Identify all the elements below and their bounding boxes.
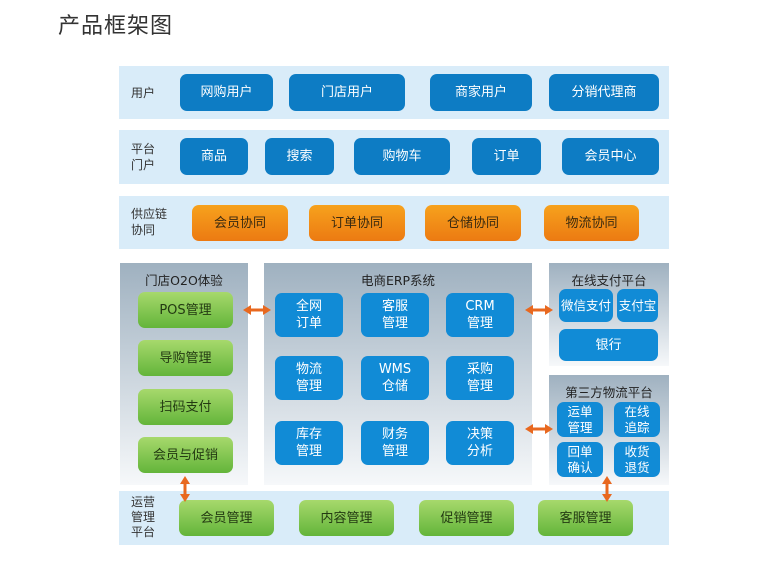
o2o-title: 门店O2O体验 (145, 273, 223, 288)
erp-decision-analysis-line1: 决策 (466, 427, 493, 442)
user-online-shopper[interactable]: 网购用户 (180, 74, 273, 111)
erp-logistics-line1: 物流 (295, 362, 322, 377)
ops-band: 运营 管理 平台 会员管理 内容管理 促销管理 客服管理 (119, 491, 669, 545)
erp-wms-line1: WMS (378, 362, 412, 377)
erp-inventory[interactable]: 库存管理 (275, 421, 343, 465)
logistics-tracking-line1: 在线 (624, 403, 650, 419)
arrow-erp-logistics-icon (525, 424, 553, 434)
erp-all-channel-orders-line2: 订单 (295, 316, 322, 331)
erp-purchasing[interactable]: 采购管理 (446, 356, 514, 400)
portal-products[interactable]: 商品 (180, 138, 248, 175)
portal-member-center[interactable]: 会员中心 (562, 138, 659, 175)
ops-label-line1: 运营 (131, 495, 156, 509)
portal-cart[interactable]: 购物车 (354, 138, 450, 175)
payment-alipay[interactable]: 支付宝 (617, 289, 658, 322)
portal-orders[interactable]: 订单 (472, 138, 541, 175)
erp-crm-line2: 管理 (466, 316, 493, 331)
arrow-o2o-ops-icon (180, 476, 190, 502)
payment-wechat[interactable]: 微信支付 (559, 289, 613, 322)
supply-logistics-collab[interactable]: 物流协同 (544, 205, 639, 241)
erp-logistics[interactable]: 物流管理 (275, 356, 343, 400)
ops-label: 运营 管理 平台 (131, 495, 155, 540)
user-store-customer[interactable]: 门店用户 (289, 74, 405, 111)
portal-label: 平台 门户 (131, 141, 155, 173)
logistics-waybill-line2: 管理 (567, 419, 593, 435)
erp-customer-service[interactable]: 客服管理 (361, 293, 429, 337)
o2o-pos[interactable]: POS管理 (138, 292, 233, 328)
ops-content-mgmt[interactable]: 内容管理 (299, 500, 394, 536)
portal-band: 平台 门户 商品 搜索 购物车 订单 会员中心 (119, 130, 669, 184)
ops-member-mgmt[interactable]: 会员管理 (179, 500, 274, 536)
supply-label-line1: 供应链 (131, 207, 168, 221)
users-band: 用户 网购用户 门店用户 商家用户 分销代理商 (119, 66, 669, 119)
erp-finance-line1: 财务 (381, 427, 408, 442)
erp-crm[interactable]: CRM 管理 (446, 293, 514, 337)
payment-bank[interactable]: 银行 (559, 329, 658, 361)
user-distributor[interactable]: 分销代理商 (549, 74, 659, 111)
supply-member-collab[interactable]: 会员协同 (192, 205, 288, 241)
ops-service-mgmt[interactable]: 客服管理 (538, 500, 633, 536)
logistics-tracking-line2: 追踪 (624, 419, 650, 435)
o2o-member-promo[interactable]: 会员与促销 (138, 437, 233, 473)
o2o-shopping-guide[interactable]: 导购管理 (138, 340, 233, 376)
portal-label-line2: 门户 (131, 158, 156, 172)
erp-all-channel-orders[interactable]: 全网订单 (275, 293, 343, 337)
logistics-title: 第三方物流平台 (565, 385, 653, 400)
logistics-waybill[interactable]: 运单 管理 (557, 402, 603, 437)
payment-title: 在线支付平台 (571, 273, 647, 288)
erp-purchasing-line1: 采购 (466, 362, 493, 377)
o2o-panel: 门店O2O体验 POS管理 导购管理 扫码支付 会员与促销 (120, 263, 248, 485)
erp-decision-analysis[interactable]: 决策分析 (446, 421, 514, 465)
ops-label-line3: 平台 (131, 525, 156, 539)
portal-label-line1: 平台 (131, 142, 156, 156)
erp-customer-service-line1: 客服 (381, 299, 408, 314)
erp-finance[interactable]: 财务管理 (361, 421, 429, 465)
erp-inventory-line2: 管理 (295, 444, 322, 459)
logistics-returns-line2: 退货 (624, 459, 650, 475)
erp-logistics-line2: 管理 (295, 379, 322, 394)
logistics-receipt-line1: 回单 (567, 443, 593, 459)
erp-wms-line2: 仓储 (381, 379, 408, 394)
supply-warehouse-collab[interactable]: 仓储协同 (425, 205, 521, 241)
supply-label: 供应链 协同 (131, 206, 167, 238)
ops-promo-mgmt[interactable]: 促销管理 (419, 500, 514, 536)
erp-crm-line1: CRM (465, 299, 495, 314)
erp-title: 电商ERP系统 (360, 273, 436, 288)
supply-label-line2: 协同 (131, 223, 156, 237)
supply-band: 供应链 协同 会员协同 订单协同 仓储协同 物流协同 (119, 196, 669, 249)
user-merchant[interactable]: 商家用户 (430, 74, 532, 111)
page-title: 产品框架图 (58, 14, 174, 39)
portal-search[interactable]: 搜索 (265, 138, 334, 175)
supply-order-collab[interactable]: 订单协同 (309, 205, 405, 241)
logistics-receipt[interactable]: 回单 确认 (557, 442, 603, 477)
erp-purchasing-line2: 管理 (466, 379, 493, 394)
erp-wms[interactable]: WMS 仓储 (361, 356, 429, 400)
arrow-o2o-erp-icon (243, 305, 271, 315)
arrow-logistics-ops-icon (602, 476, 612, 502)
logistics-tracking[interactable]: 在线 追踪 (614, 402, 660, 437)
logistics-panel: 第三方物流平台 运单 管理 在线 追踪 回单 确认 收货 退货 (549, 375, 669, 485)
o2o-scan-pay[interactable]: 扫码支付 (138, 389, 233, 425)
erp-all-channel-orders-line1: 全网 (295, 299, 322, 314)
logistics-returns-line1: 收货 (624, 443, 650, 459)
erp-inventory-line1: 库存 (295, 427, 322, 442)
ops-label-line2: 管理 (131, 510, 156, 524)
users-label: 用户 (131, 86, 156, 100)
logistics-returns[interactable]: 收货 退货 (614, 442, 660, 477)
erp-finance-line2: 管理 (381, 444, 408, 459)
payment-panel: 在线支付平台 微信支付 支付宝 银行 (549, 263, 669, 366)
arrow-erp-payment-icon (525, 305, 553, 315)
erp-decision-analysis-line2: 分析 (466, 444, 493, 459)
erp-customer-service-line2: 管理 (381, 316, 408, 331)
logistics-receipt-line2: 确认 (567, 459, 593, 475)
logistics-waybill-line1: 运单 (567, 403, 593, 419)
